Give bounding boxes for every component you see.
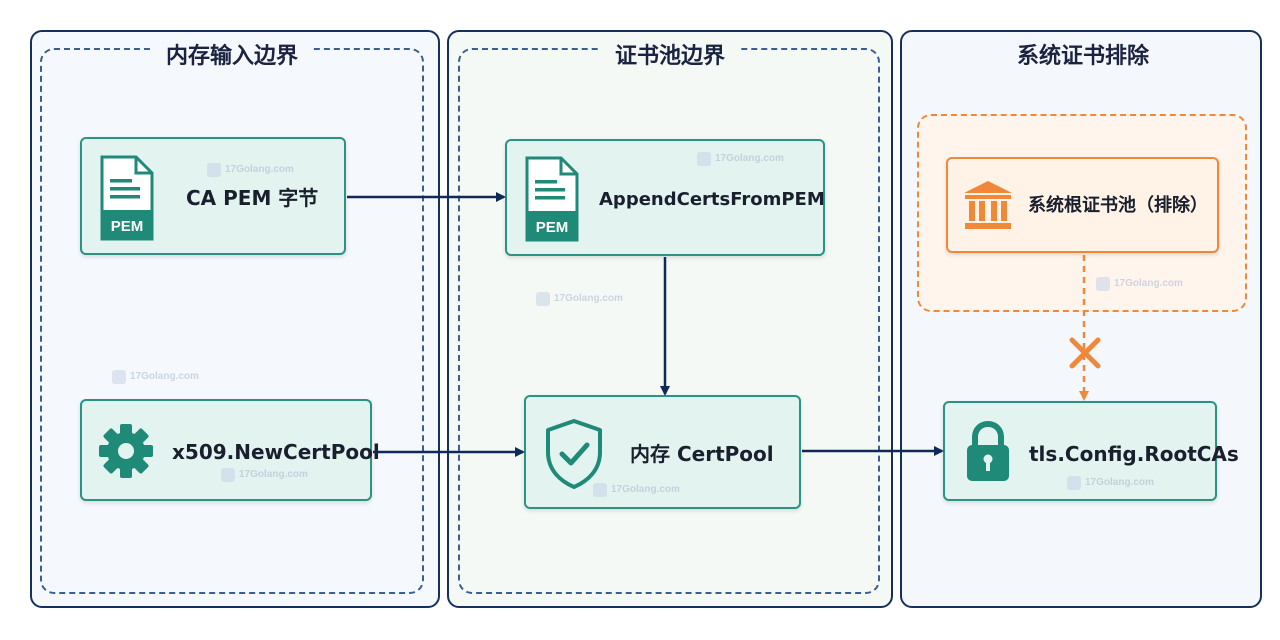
watermark: 17Golang.com [1096, 277, 1183, 291]
memory-input-dashed-boundary [40, 48, 424, 594]
watermark: 17Golang.com [221, 468, 308, 482]
watermark-logo-icon [593, 483, 607, 497]
append-certs-from-pem-node: PEM AppendCertsFromPEM [505, 139, 825, 256]
pem-icon-text: PEM [111, 218, 144, 235]
system-root-pool-node: 系统根证书池（排除） [946, 157, 1219, 253]
watermark-logo-icon [536, 292, 550, 306]
shield-check-icon [546, 419, 602, 489]
watermark: 17Golang.com [112, 370, 199, 384]
cert-pool-panel [447, 30, 893, 608]
watermark-logo-icon [1067, 476, 1081, 490]
watermark-logo-icon [697, 152, 711, 166]
watermark: 17Golang.com [207, 163, 294, 177]
system-exclude-title: 系统证书排除 [1016, 44, 1150, 69]
lock-icon [967, 421, 1009, 481]
cert-pool-title: 证书池边界 [600, 42, 740, 72]
system-root-pool-label: 系统根证书池（排除） [1028, 195, 1208, 216]
memory-cert-pool-label: 内存 CertPool [630, 442, 774, 466]
watermark: 17Golang.com [697, 152, 784, 166]
new-cert-pool-node: x509.NewCertPool [80, 399, 380, 501]
root-cas-label: tls.Config.RootCAs [1029, 442, 1239, 466]
pem-file-icon: PEM [525, 156, 579, 242]
watermark: 17Golang.com [593, 483, 680, 497]
watermark-logo-icon [1096, 277, 1110, 291]
append-certs-from-pem-label: AppendCertsFromPEM [599, 189, 825, 210]
watermark: 17Golang.com [536, 292, 623, 306]
watermark: 17Golang.com [1067, 476, 1154, 490]
memory-input-title: 内存输入边界 [151, 42, 313, 72]
ca-pem-bytes-node: PEM CA PEM 字节 [80, 137, 346, 255]
watermark-logo-icon [112, 370, 126, 384]
ca-pem-bytes-label: CA PEM 字节 [186, 186, 319, 210]
new-cert-pool-label: x509.NewCertPool [172, 440, 380, 464]
bank-icon [964, 181, 1012, 229]
watermark-logo-icon [221, 468, 235, 482]
memory-input-panel [30, 30, 440, 608]
pem-file-icon: PEM [100, 155, 154, 241]
gear-icon [99, 424, 153, 478]
watermark-logo-icon [207, 163, 221, 177]
memory-cert-pool-node: 内存 CertPool [524, 395, 801, 509]
pem-icon-text: PEM [536, 219, 569, 236]
cert-pool-dashed-boundary [458, 48, 880, 594]
